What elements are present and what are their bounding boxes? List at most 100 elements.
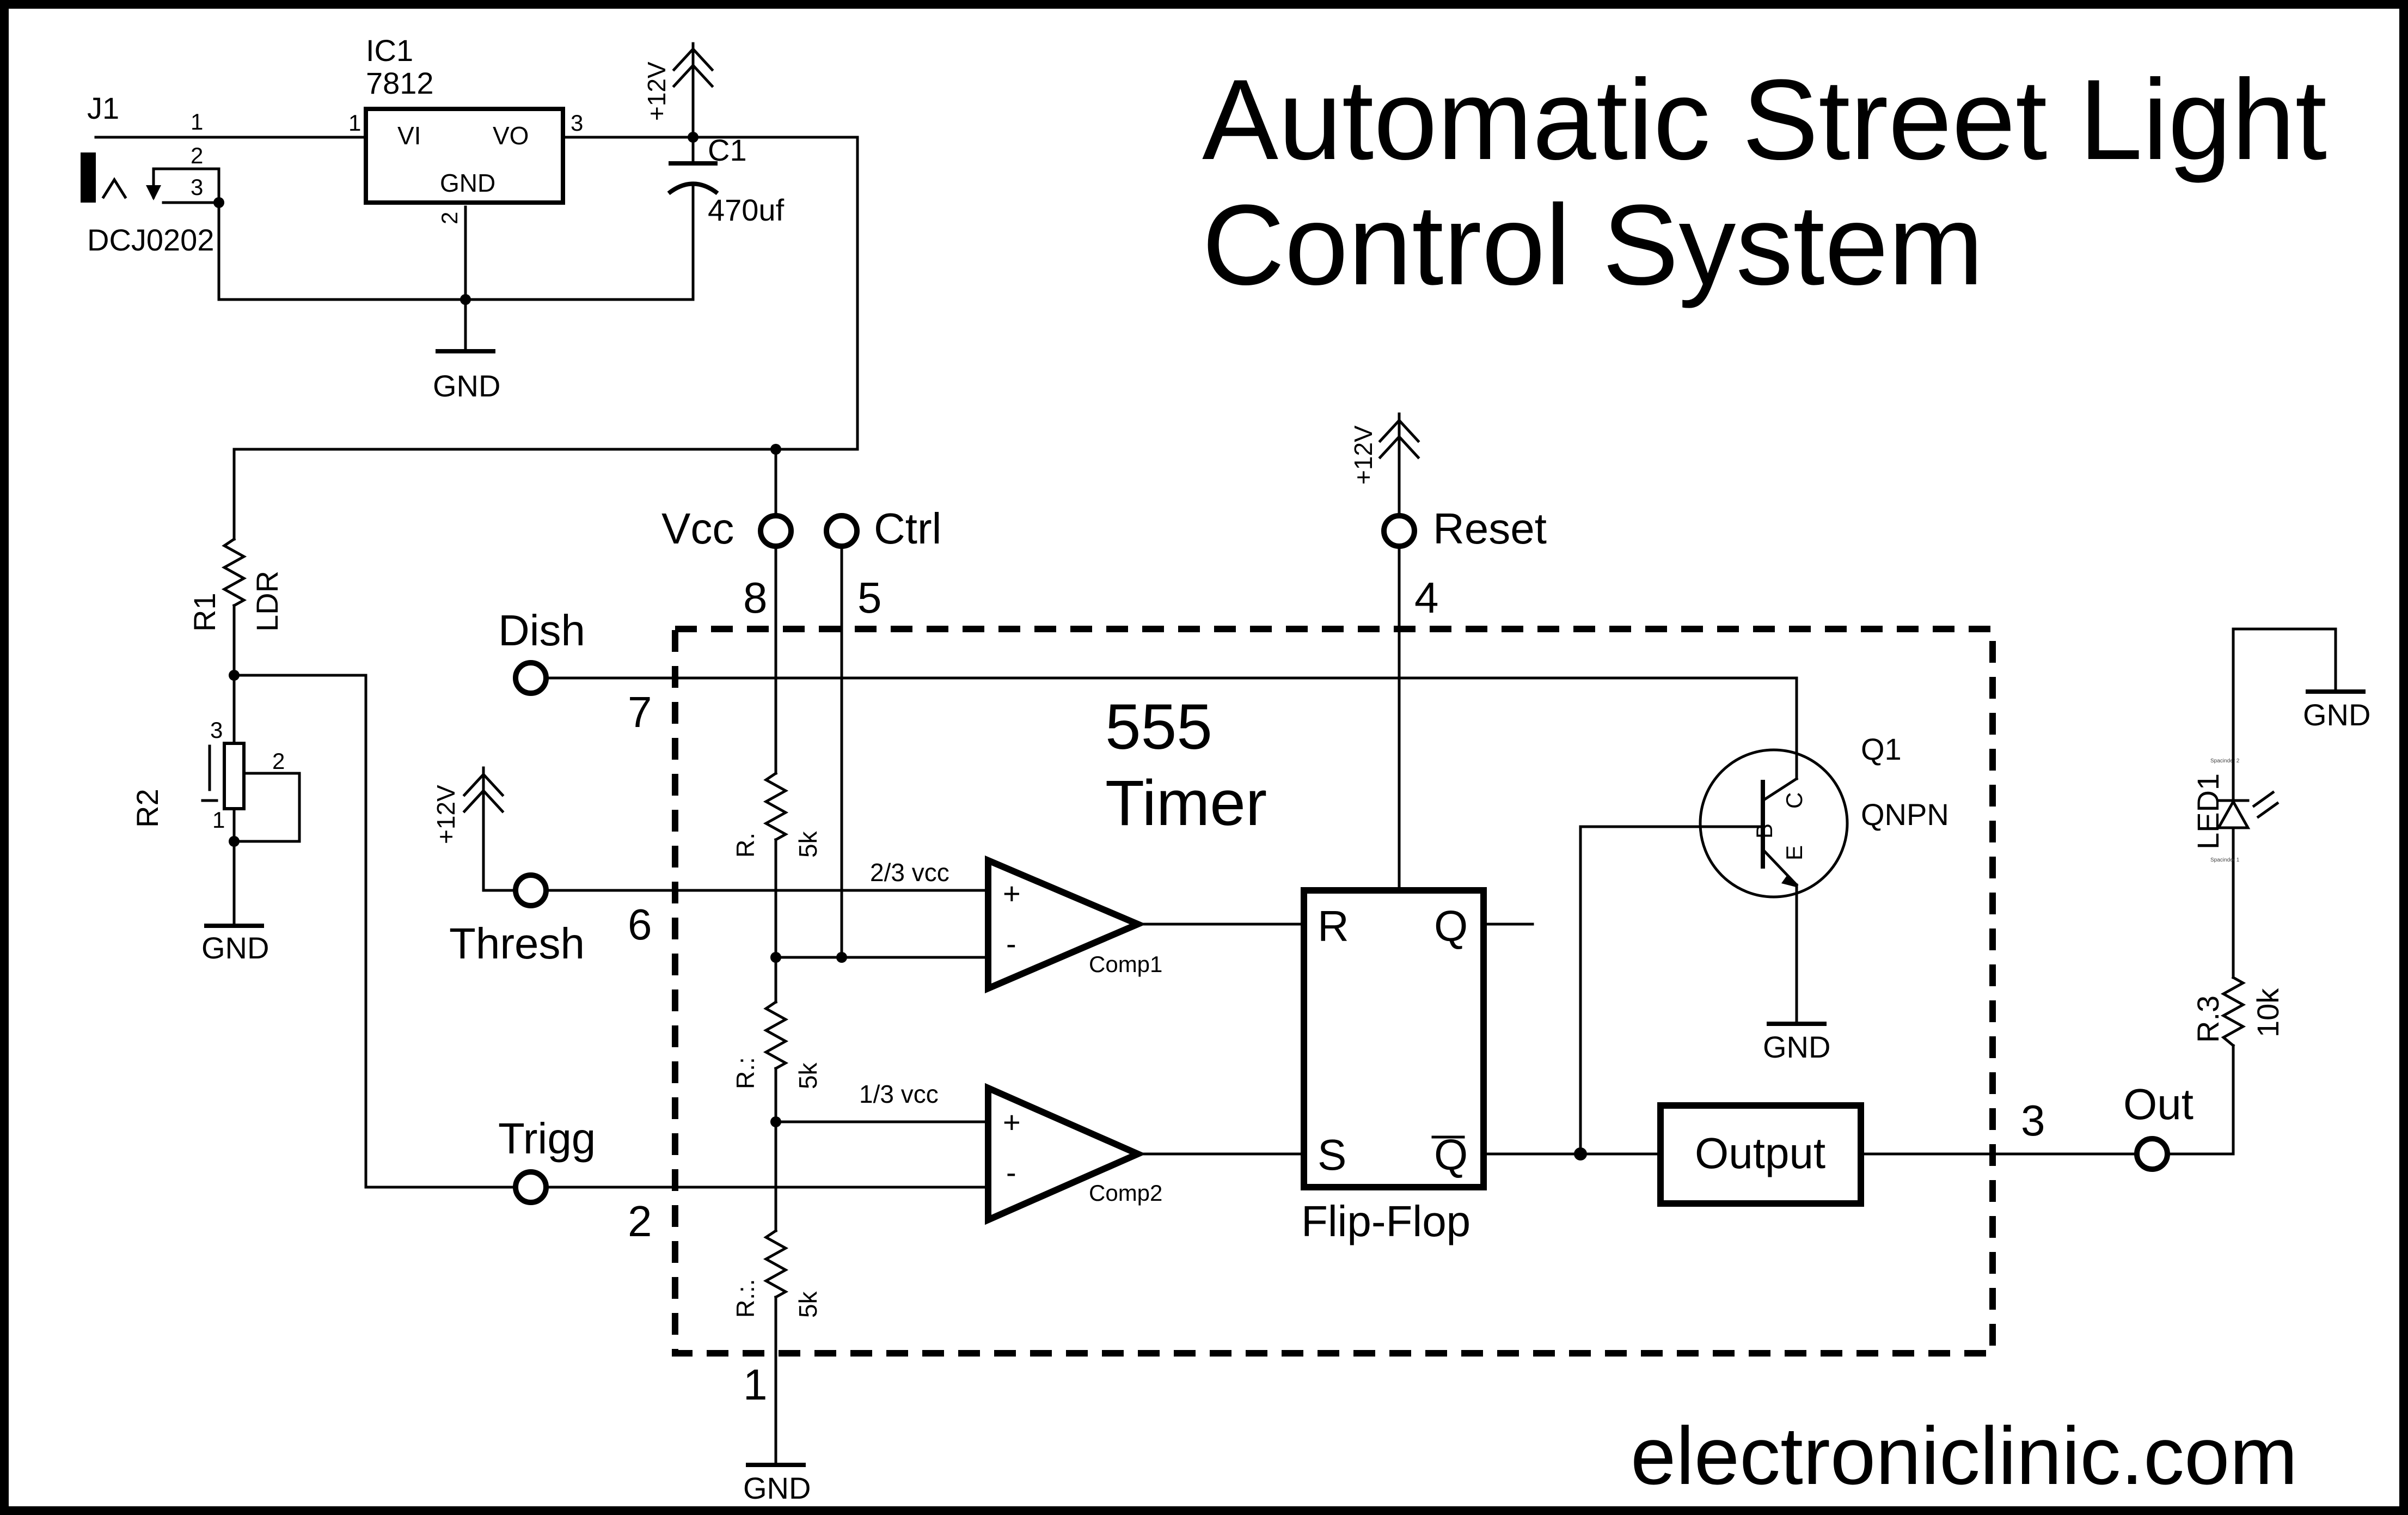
- comparator-1: [985, 855, 1147, 994]
- ldr-ref: R1: [187, 592, 222, 632]
- pin-vcc-num: 8: [743, 573, 768, 622]
- supply-label-thresh: +12V: [432, 785, 460, 844]
- pot-body: [223, 742, 246, 810]
- led-tiny-label-1: Spacinder 2: [2210, 758, 2240, 764]
- ldr-value: LDR: [250, 571, 284, 632]
- divider-r3-value: 5k: [794, 1291, 822, 1318]
- pin-vcc-terminal[interactable]: [758, 513, 794, 549]
- divider-r2-value: 5k: [794, 1062, 822, 1089]
- pot-ref: R2: [130, 789, 164, 828]
- jack-pin1: 1: [191, 109, 203, 135]
- reg-ref: IC1: [366, 33, 413, 68]
- ff-qbar: Q: [1434, 1131, 1468, 1179]
- pin-thresh-terminal[interactable]: [513, 872, 549, 908]
- comp1-plus: +: [1003, 876, 1021, 911]
- divider-r1-value: 5k: [794, 830, 822, 858]
- pin-ctrl-terminal[interactable]: [824, 513, 860, 549]
- timer-name-line2: Timer: [1105, 767, 1267, 839]
- timer-name-line1: 555: [1105, 691, 1212, 763]
- reg-pin-gnd: 2: [437, 212, 462, 224]
- divider-r1-ref: R.: [731, 833, 759, 858]
- pin-trigg-terminal[interactable]: [513, 1169, 549, 1205]
- timer-555: 555 Timer Vcc 8 Ctrl 5 Reset 4 +12V GND …: [432, 412, 2139, 1505]
- led-tiny-label-2: Spacinder 1: [2210, 857, 2240, 863]
- pin-thresh-num: 6: [628, 900, 652, 949]
- jack-part: DCJ0202: [87, 223, 214, 257]
- reg-pin-out: 3: [571, 110, 583, 136]
- pin-vcc-label: Vcc: [661, 504, 734, 553]
- jack-ref: J1: [87, 91, 119, 125]
- pot-pin1: 1: [212, 807, 225, 833]
- ff-label: Flip-Flop: [1301, 1197, 1470, 1245]
- q1-e: E: [1781, 845, 1807, 860]
- q1-b: B: [1751, 823, 1777, 839]
- light-sensor: R1 LDR R2 3 2 1 GND: [130, 444, 859, 1189]
- led-resistor: [2220, 975, 2246, 1048]
- led-res-ref: R.3: [2191, 995, 2225, 1043]
- title-line1: Automatic Street Light: [1202, 56, 2327, 184]
- comp1-label: Comp1: [1089, 951, 1162, 977]
- cap-ref: C1: [708, 133, 747, 167]
- pin-dish-num: 7: [628, 688, 652, 736]
- reg-pin-in: 1: [348, 110, 361, 136]
- pin-reset-label: Reset: [1433, 504, 1547, 553]
- comp2-ref-label: 1/3 vcc: [859, 1080, 939, 1108]
- jack-pin2: 2: [191, 143, 203, 168]
- jack-spring: [101, 177, 127, 199]
- gnd-label-reg: GND: [433, 369, 500, 403]
- supply-label-reset: +12V: [1349, 425, 1377, 485]
- ff-s: S: [1318, 1131, 1346, 1179]
- pin-out-label: Out: [2123, 1080, 2193, 1128]
- reg-vo: VO: [493, 121, 529, 150]
- led-res-value: 10k: [2251, 988, 2285, 1037]
- pin-trigg-num: 2: [628, 1197, 652, 1245]
- led-diode: [2216, 798, 2251, 829]
- ff-r: R: [1318, 902, 1349, 950]
- divider-r3-ref: R.:.: [731, 1279, 759, 1318]
- power-supply: J1 DCJ0202 1 2 3 GND IC1 7812 VI VO GND …: [81, 33, 859, 451]
- divider-resistor-3: [763, 1229, 789, 1299]
- led-ref: LED1: [2191, 773, 2225, 850]
- comp2-label: Comp2: [1089, 1180, 1162, 1206]
- pin-gnd-num: 1: [743, 1360, 768, 1409]
- comparator-2: [985, 1083, 1146, 1225]
- comp1-ref-label: 2/3 vcc: [870, 858, 949, 887]
- gnd-label-pot: GND: [201, 931, 269, 965]
- supply-label-top: +12V: [642, 62, 671, 121]
- pin-out-terminal[interactable]: [2134, 1136, 2170, 1172]
- gnd-label-q1: GND: [1763, 1030, 1830, 1064]
- pin-out-num: 3: [2021, 1096, 2045, 1145]
- regulator-ic: [364, 107, 565, 205]
- transistor-q1: [1699, 748, 1849, 899]
- ldr-symbol: [221, 537, 247, 608]
- output-block-label: Output: [1695, 1129, 1825, 1177]
- timer-boundary: [672, 626, 1996, 1357]
- comp1-minus: -: [1006, 926, 1016, 961]
- pin-reset-terminal[interactable]: [1381, 513, 1417, 549]
- gnd-label-timer: GND: [743, 1471, 811, 1505]
- pin-dish-label: Dish: [498, 606, 585, 655]
- website-label: electroniclinic.com: [1631, 1410, 2297, 1501]
- pin-dish-terminal[interactable]: [513, 660, 549, 696]
- reg-gnd: GND: [440, 169, 495, 197]
- divider-r2-ref: R.:: [731, 1057, 759, 1089]
- q1-ref: Q1: [1861, 732, 1902, 766]
- ff-q: Q: [1434, 902, 1468, 950]
- pot-pin3: 3: [210, 717, 223, 743]
- pin-thresh-label: Thresh: [449, 919, 585, 968]
- reg-part: 7812: [366, 66, 434, 100]
- pin-ctrl-num: 5: [857, 573, 882, 622]
- pot-pin2: 2: [272, 748, 285, 774]
- q1-c: C: [1781, 792, 1807, 809]
- pin-reset-num: 4: [1414, 573, 1439, 622]
- q1-type: QNPN: [1861, 797, 1949, 832]
- led-output: Out R.3 10k LED1 Spacinder 2 Spacinder 1…: [2123, 627, 2370, 1172]
- divider-resistor-1: [763, 771, 789, 842]
- cap-value: 470uf: [708, 193, 785, 227]
- jack-pin3: 3: [191, 174, 203, 200]
- jack-body: [81, 152, 96, 203]
- reg-vi: VI: [397, 121, 421, 150]
- divider-resistor-2: [763, 1000, 789, 1071]
